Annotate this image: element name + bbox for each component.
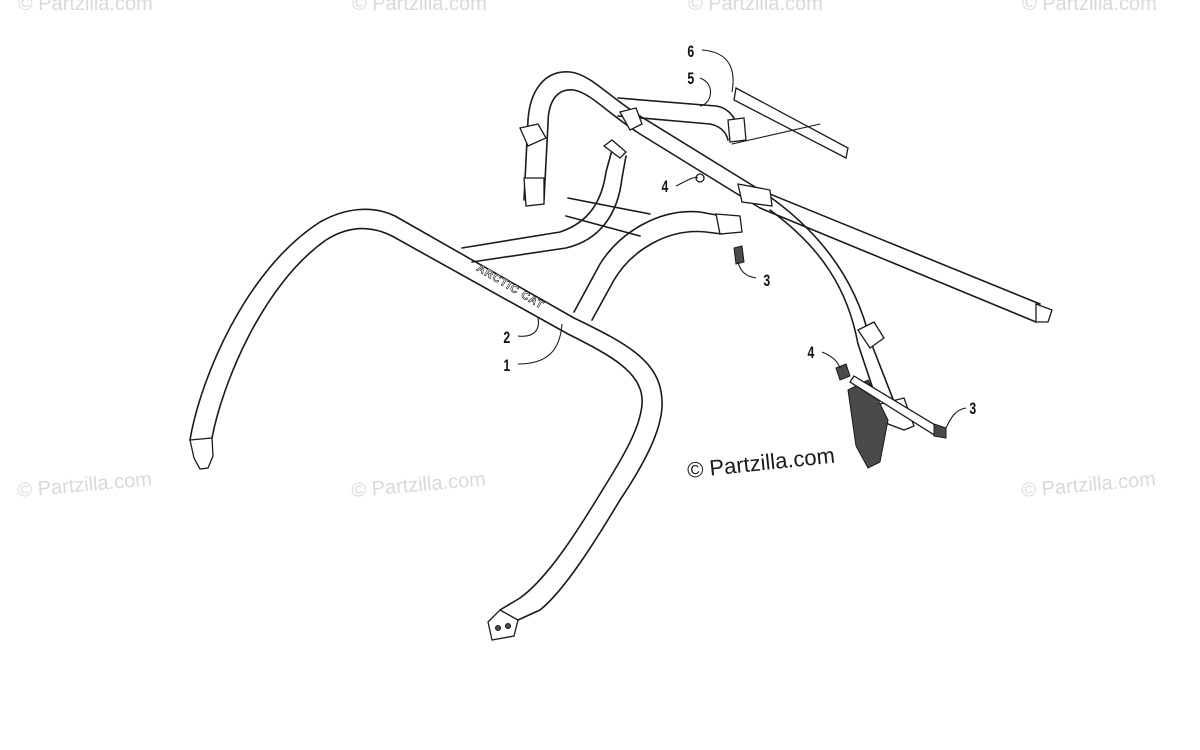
leader-6 <box>701 49 734 93</box>
callout-4: 4 <box>661 178 668 196</box>
left-side-tube-inner <box>471 155 627 263</box>
rear-mount-bracket <box>737 183 773 207</box>
callout-2: 2 <box>503 329 510 347</box>
callout-3: 3 <box>969 400 976 418</box>
brace-clamp-left <box>619 107 643 131</box>
mount-hole <box>505 623 511 629</box>
bolt-3-upper <box>733 245 745 265</box>
rear-hoop-right-end <box>1035 303 1053 323</box>
lower-mount-bracket <box>847 379 889 469</box>
rear-left-clamp <box>519 123 547 147</box>
leader-3a <box>737 261 757 279</box>
nut-4-lower <box>835 363 851 381</box>
callout-5: 5 <box>687 70 694 88</box>
watermark-faint: © Partzilla.com <box>1022 0 1157 15</box>
callout-1: 1 <box>503 357 510 375</box>
watermark-layer: © Partzilla.com © Partzilla.com © Partzi… <box>17 0 1157 502</box>
rear-right-leg-inner <box>769 209 883 417</box>
callout-4: 4 <box>807 344 814 362</box>
mount-hole <box>495 625 501 631</box>
leader-lines <box>517 49 967 429</box>
leader-5 <box>699 77 712 107</box>
watermark-faint: © Partzilla.com <box>1021 468 1157 502</box>
front-hoop-left-foot <box>189 437 214 470</box>
leader-2 <box>517 317 540 337</box>
front-hoop-right-plate <box>487 609 519 641</box>
left-side-tube-outer <box>461 149 613 249</box>
watermark-faint: © Partzilla.com <box>17 468 153 502</box>
rear-right-leg-outer <box>759 189 899 413</box>
right-side-tube-inner <box>591 230 723 321</box>
watermark-faint: © Partzilla.com <box>18 0 153 15</box>
brace-5-end <box>727 117 747 143</box>
left-side-tube-end <box>602 139 627 159</box>
watermark-faint: © Partzilla.com <box>688 0 823 15</box>
bracket-plate-6 <box>733 86 849 159</box>
watermark-faint: © Partzilla.com <box>352 0 487 15</box>
rear-right-clamp <box>857 321 885 349</box>
cab-frame-assembly: ARCTIC CAT <box>189 71 1053 641</box>
rear-hoop-outer <box>527 71 1041 305</box>
right-side-tube-end <box>715 213 743 235</box>
bolt-3-lower-head <box>933 423 947 439</box>
right-side-tube-outer <box>573 210 723 313</box>
bracket-strap <box>731 123 821 145</box>
leader-1 <box>517 323 563 365</box>
front-hoop-inner <box>211 227 643 611</box>
watermark-faint: © Partzilla.com <box>351 468 487 502</box>
callout-labels: 6 5 4 3 2 1 4 3 <box>503 43 976 418</box>
rear-left-leg-end <box>523 177 545 207</box>
leader-4a <box>675 176 699 187</box>
center-brace <box>565 197 651 237</box>
watermark-main: © Partzilla.com <box>686 443 836 483</box>
front-hoop-outer <box>189 208 663 621</box>
leader-4b <box>821 351 841 369</box>
leader-3b <box>945 407 967 429</box>
callout-6: 6 <box>687 43 694 61</box>
callout-3: 3 <box>763 272 770 290</box>
